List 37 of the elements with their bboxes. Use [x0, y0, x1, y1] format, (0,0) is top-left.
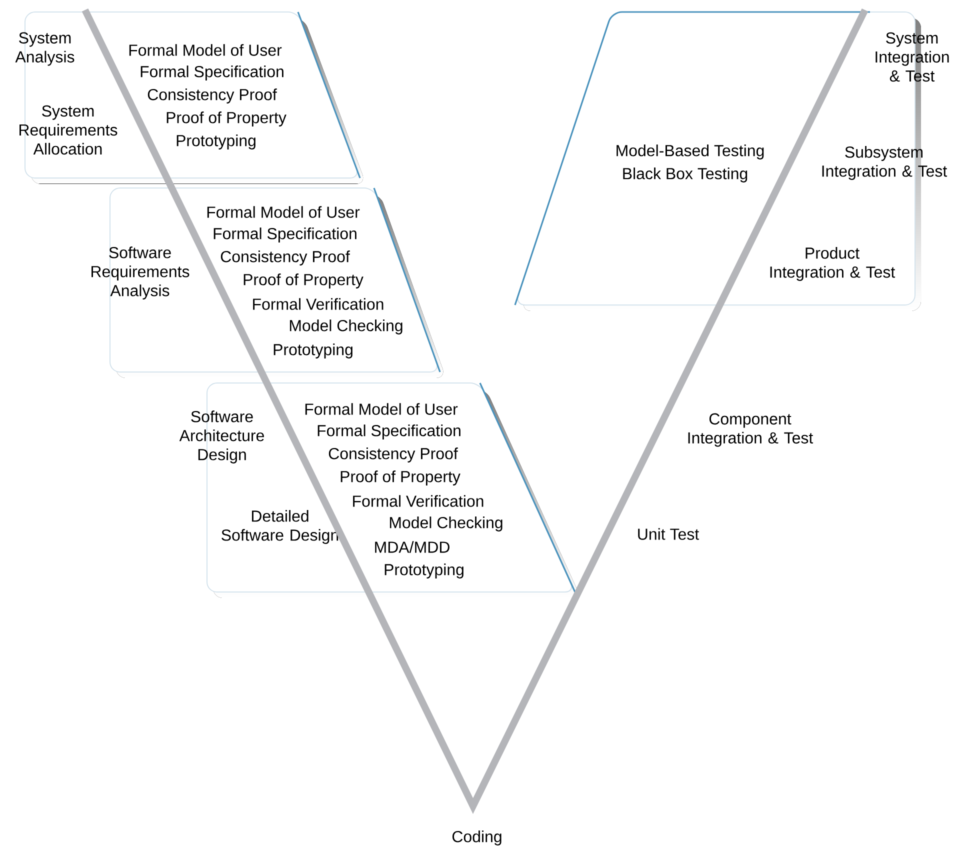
phase-label: Product Integration & Test	[770, 247, 896, 281]
phase-panel	[92, 188, 444, 378]
phase-panel	[179, 382, 578, 598]
technique-label: Consistency Proof	[148, 88, 277, 104]
phase-label: System Requirements Allocation	[20, 105, 118, 155]
technique-label: Formal Model of User	[305, 403, 458, 415]
technique-label: Formal Specification	[140, 66, 284, 80]
technique-label: Proof of Property	[340, 470, 460, 486]
technique-label: Formal Model of User	[129, 44, 282, 56]
technique-label: MDA/MDD	[375, 541, 450, 553]
technique-label: Prototyping	[384, 564, 464, 578]
technique-label: Formal Verification	[353, 495, 484, 507]
technique-label: Prototyping	[274, 344, 352, 358]
technique-label: Prototyping	[176, 134, 256, 150]
phase-label: Software Requirements Analysis	[92, 246, 190, 300]
phase-label: Detailed Software Design	[222, 510, 338, 544]
technique-label: Model-Based Testing	[616, 144, 764, 160]
technique-label: Model Checking	[390, 516, 502, 532]
technique-label: Black Box Testing	[623, 168, 748, 182]
phase-panel	[514, 11, 949, 311]
technique-label: Consistency Proof	[220, 250, 350, 266]
technique-label: Consistency Proof	[328, 448, 458, 462]
phase-label: Coding	[452, 830, 502, 846]
technique-label: Formal Verification	[253, 298, 384, 310]
technique-label: Formal Specification	[214, 228, 356, 242]
technique-label: Formal Model of User	[207, 206, 360, 218]
technique-label: Proof of Property	[244, 274, 364, 288]
technique-label: Model Checking	[290, 320, 402, 334]
phase-panel	[15, 12, 364, 184]
technique-label: Proof of Property	[166, 112, 286, 126]
phase-label: System Analysis	[15, 32, 74, 66]
phase-label: Unit Test	[638, 528, 699, 540]
phase-label: Subsystem Integration & Test	[822, 146, 948, 180]
phase-label: Software Architecture Design	[179, 410, 264, 464]
phase-label: Component Integration & Test	[688, 413, 814, 447]
phase-label: System Integration & Test	[876, 32, 949, 82]
technique-label: Formal Specification	[318, 424, 460, 440]
